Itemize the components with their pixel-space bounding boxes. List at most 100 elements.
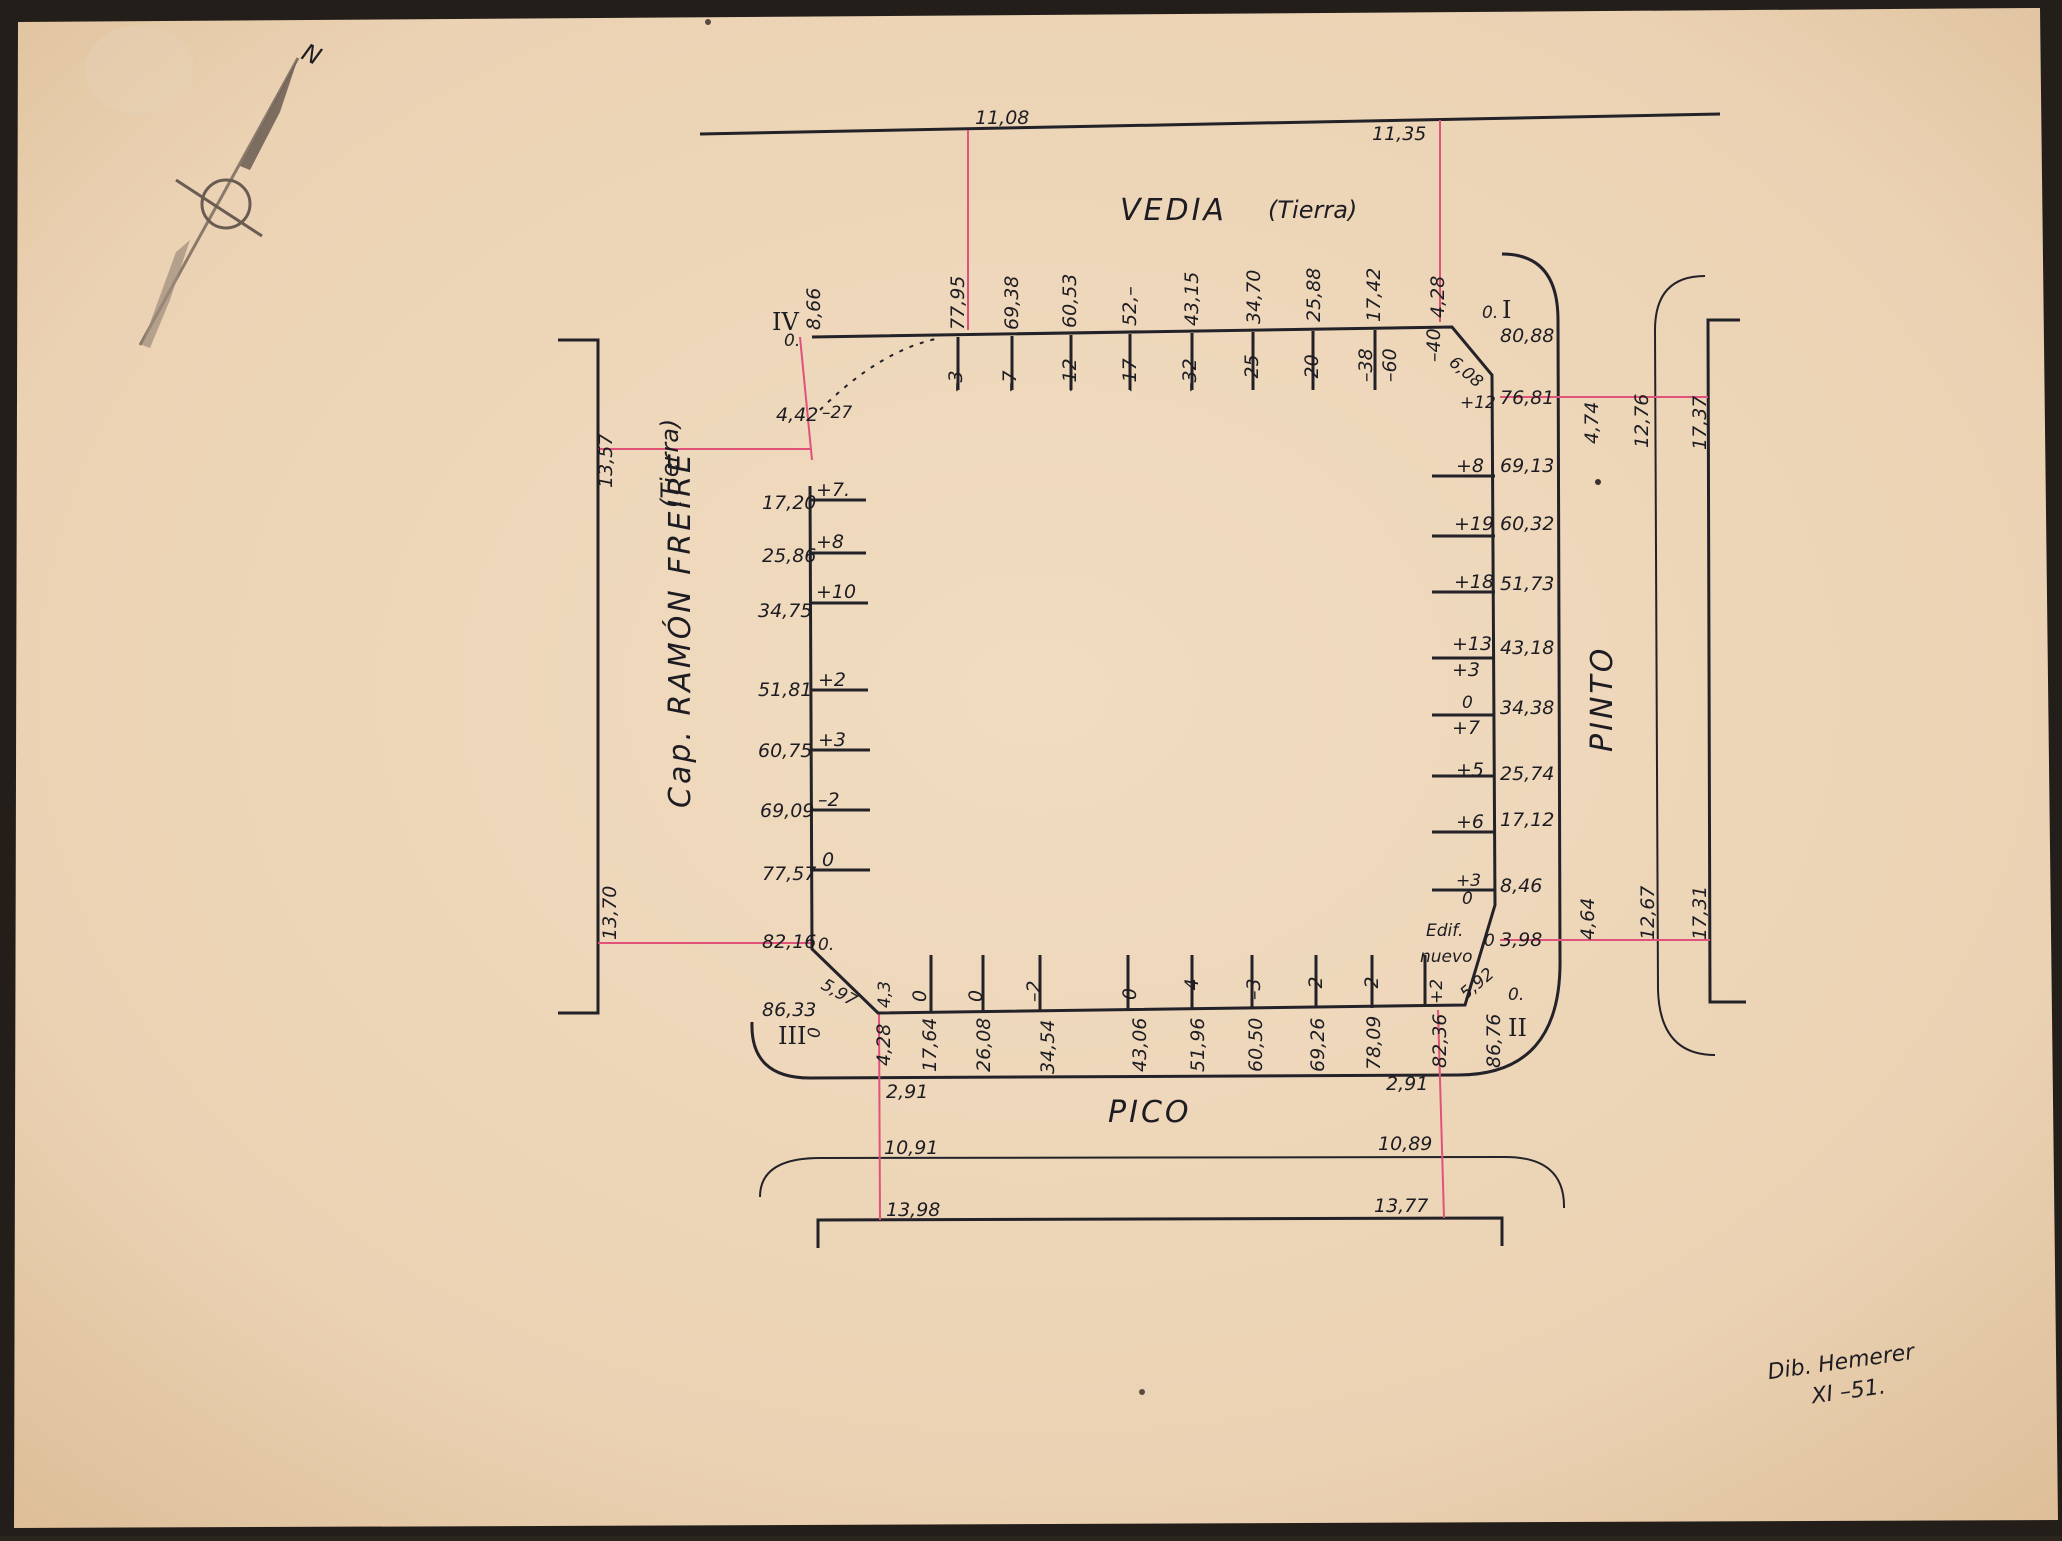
building-note-line2: nuevo	[1420, 947, 1472, 967]
east-level-value: +6	[1456, 811, 1484, 833]
east-level-value: +13	[1452, 633, 1492, 655]
north-chainage-value: 34,70	[1243, 270, 1265, 324]
north-levels: –3 –7 –12 –17 –32 –25 –20 –38 –60 –40	[945, 328, 1445, 392]
south-level-value: 0	[909, 990, 931, 1002]
south-chainage-value: 69,26	[1307, 1018, 1329, 1072]
east-level-value: 0	[1462, 889, 1473, 909]
street-note-west: (Tierra)	[656, 419, 684, 508]
east-chainage-value: 51,73	[1500, 573, 1554, 595]
offset-south-curb-right: 2,91	[1386, 1073, 1428, 1095]
south-chainage-value: 26,08	[973, 1018, 995, 1072]
east-chainage-value: 80,88	[1500, 325, 1554, 347]
paper-speck	[1595, 479, 1601, 485]
offset-lines	[598, 120, 1710, 1221]
west-level-value: –27	[822, 403, 852, 423]
south-level-value: –3	[1243, 978, 1265, 1000]
street-note-north: (Tierra)	[1268, 196, 1357, 224]
south-levels: 4,3 0 0 –2 0 –4 –3 –2 –2 +2 0.	[875, 976, 1524, 1008]
north-level-value: –20	[1301, 354, 1323, 388]
east-chainage-value: 17,12	[1500, 809, 1554, 831]
paper-speck	[1139, 1389, 1145, 1395]
east-level-value: +12	[1460, 393, 1496, 413]
street-name-east: PINTO	[1585, 646, 1620, 752]
west-chainage-value: 51,81	[758, 679, 812, 701]
south-chainage-value: 78,09	[1363, 1016, 1385, 1070]
west-level-value: +8	[816, 531, 844, 553]
south-level-value: 0	[1119, 988, 1141, 1000]
west-level-value: +3	[818, 729, 846, 751]
south-chainage-value: 17,64	[919, 1018, 941, 1072]
east-chainage-value: 43,18	[1500, 637, 1554, 659]
offset-east-lower: 17,31	[1689, 886, 1711, 940]
offset-south-far-left: 13,98	[886, 1199, 940, 1221]
offset-south-far-right: 13,77	[1374, 1195, 1428, 1217]
south-level-value: –4	[1181, 978, 1203, 1000]
north-chainage-value: 77,95	[947, 276, 969, 330]
north-level-value: –40	[1423, 328, 1445, 362]
east-chainage-value: 8,46	[1500, 875, 1542, 897]
paper-speck	[705, 19, 711, 25]
offset-east-upper: 4,74	[1581, 402, 1603, 444]
north-level-value: –38	[1355, 348, 1377, 382]
north-chainage-value: 60,53	[1059, 274, 1081, 328]
east-level-value: +19	[1454, 513, 1494, 535]
corner-label-II: II	[1508, 1014, 1527, 1042]
south-chainage-value: 86,76	[1483, 1014, 1505, 1068]
south-level-value: –2	[1023, 980, 1045, 1002]
street-lines	[558, 112, 1746, 1248]
offset-east-lower: 12,67	[1637, 886, 1659, 940]
corner-label-III: III	[778, 1022, 806, 1050]
north-chainage-value: 43,15	[1181, 272, 1203, 326]
east-chainage-value: 34,38	[1500, 697, 1554, 719]
corner-label-IV: IV	[772, 308, 799, 336]
block-outline	[808, 325, 1497, 1015]
offset-west-lower: 13,70	[599, 886, 621, 940]
east-level-value: +3	[1452, 659, 1480, 681]
west-chainage-value: 82,16	[762, 931, 816, 953]
south-ticks	[929, 955, 1427, 1012]
street-name-south: PICO	[1108, 1095, 1192, 1130]
building-note-line1: Edif.	[1426, 921, 1463, 941]
north-level-value: –7	[999, 370, 1021, 392]
south-chainage-value: 4,28	[873, 1024, 895, 1066]
corner-I-level: 0.	[1482, 303, 1498, 323]
west-levels: –27 +7. +8 +10 +2 +3 –2 0 0.	[816, 403, 856, 955]
west-level-value: 0.	[818, 935, 834, 955]
west-level-value: +10	[816, 581, 856, 603]
east-level-value: 0	[1462, 693, 1473, 713]
offset-north-right: 11,35	[1372, 123, 1426, 145]
west-level-value: –2	[818, 789, 840, 811]
north-level-value: –12	[1059, 358, 1081, 392]
west-chainage-value: 34,75	[758, 600, 812, 622]
north-chainage-value: 17,42	[1363, 268, 1385, 322]
corner-label-I: I	[1502, 296, 1511, 324]
offset-south-mid-right: 10,89	[1378, 1133, 1432, 1155]
offset-south-curb-left: 2,91	[886, 1081, 928, 1103]
west-level-value: +7.	[816, 479, 850, 501]
south-chainage: 4,28 17,64 26,08 34,54 43,06 51,96 60,50…	[873, 1014, 1505, 1074]
street-name-west: Cap. RAMÓN FREIRE	[661, 451, 698, 808]
west-chainage-value: 69,09	[760, 800, 814, 822]
street-name-north: VEDIA	[1120, 193, 1227, 228]
south-level-value: 0.	[1508, 985, 1524, 1005]
east-chainage-value: 69,13	[1500, 455, 1554, 477]
north-chainage-value: 8,66	[803, 288, 825, 330]
south-chainage-value: 82,36	[1429, 1014, 1451, 1068]
east-chainage-value: 25,74	[1500, 763, 1554, 785]
east-level-value: +7	[1452, 717, 1480, 739]
corner-III-level: 0	[805, 1027, 825, 1038]
south-level-value: –2	[1361, 976, 1383, 998]
east-levels: +12 +8 +19 +18 +13 +3 0 +7 +5 +6 +3 0 0	[1452, 393, 1496, 951]
east-level-value: +8	[1456, 455, 1484, 477]
north-chainage-value: 69,38	[1001, 276, 1023, 330]
east-chainage-value: 76,81	[1500, 387, 1554, 409]
west-chainage-value: 77,57	[762, 863, 816, 885]
paper	[14, 8, 2058, 1528]
west-chainage: 4,42 17,20 25,86 34,75 51,81 60,75 69,09…	[758, 404, 818, 1021]
north-chainage-value: 52,–	[1119, 286, 1141, 326]
north-level-value: –3	[945, 370, 967, 392]
offset-south-mid-left: 10,91	[884, 1137, 938, 1159]
offset-east-upper: 12,76	[1631, 394, 1653, 448]
